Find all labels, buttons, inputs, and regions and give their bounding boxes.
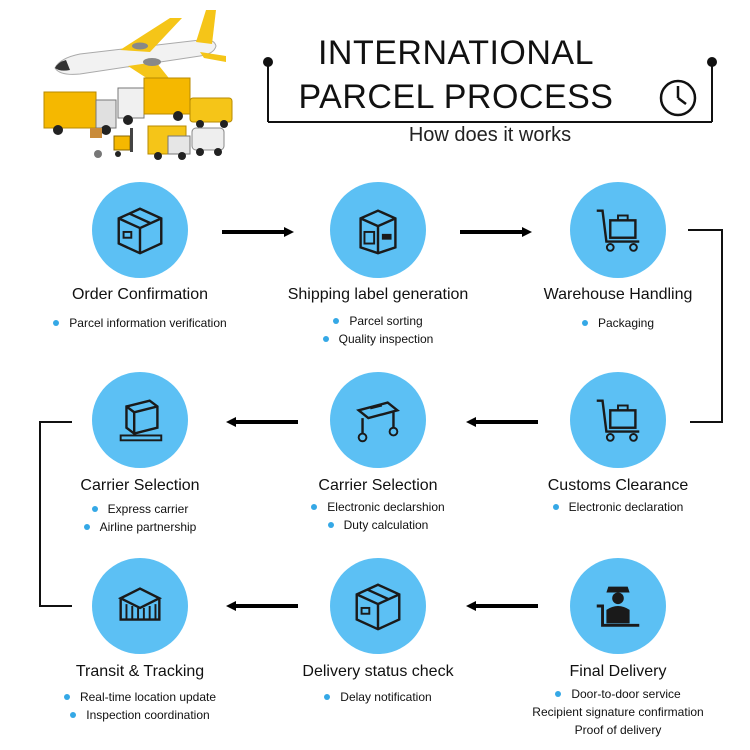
step-circle-order-confirmation xyxy=(92,182,188,278)
box-icon xyxy=(117,207,163,255)
bullet-item: Recipient signature confirmation xyxy=(532,705,704,719)
luggage-cart-icon xyxy=(596,209,640,252)
step-title: Delivery status check xyxy=(302,663,454,680)
luggage-cart-icon xyxy=(596,399,640,442)
step-bullets: Door-to-door service Recipient signature… xyxy=(503,685,733,739)
step-bullets: Electronic declaration xyxy=(503,498,733,516)
bullet-item: Electronic declarshion xyxy=(263,498,493,516)
customs-officer-icon xyxy=(596,586,640,627)
step-title: Carrier Selection xyxy=(318,477,438,494)
bullet-item: Real-time location update xyxy=(25,688,255,706)
step-title: Customs Clearance xyxy=(547,477,689,494)
forklift-icon xyxy=(90,128,133,158)
step-circle-carrier-selection xyxy=(330,372,426,468)
clock-icon xyxy=(659,79,697,117)
bullet-item: Duty calculation xyxy=(263,516,493,534)
van-icon xyxy=(189,97,233,128)
step-circle-customs-clearance xyxy=(570,372,666,468)
step-bullets: Parcel sorting Quality inspection xyxy=(263,312,493,348)
bullet-item: Inspection coordination xyxy=(25,706,255,724)
step-bullets: Express carrier Airline partnership xyxy=(25,500,255,536)
step-circle-warehouse-handling xyxy=(570,182,666,278)
box-icon xyxy=(355,583,401,631)
step-bullets: Parcel information verification xyxy=(25,314,255,332)
step-bullets: Packaging xyxy=(503,314,733,332)
step-bullets: Real-time location update Inspection coo… xyxy=(25,688,255,724)
page-subtitle: How does it works xyxy=(408,124,572,146)
white-truck-icon xyxy=(117,77,191,125)
step-bullets: Delay notification xyxy=(263,688,493,706)
small-truck-icon xyxy=(147,125,191,160)
bullet-item: Parcel information verification xyxy=(25,314,255,332)
step-title: Carrier Selection xyxy=(80,477,200,494)
step-circle-transit-tracking xyxy=(92,558,188,654)
step-circle-final-delivery xyxy=(570,558,666,654)
bullet-item: Quality inspection xyxy=(263,330,493,348)
step-circle-shipping-label xyxy=(330,182,426,278)
bullet-item: Proof of delivery xyxy=(574,723,662,737)
bullet-item: Express carrier xyxy=(25,500,255,518)
step-title: Order Confirmation xyxy=(71,286,209,303)
container-icon xyxy=(117,587,163,621)
step-title: Shipping label generation xyxy=(287,286,469,303)
step-title: Final Delivery xyxy=(569,663,667,680)
pallet-box-icon xyxy=(119,399,163,442)
step-bullets: Electronic declarshion Duty calculation xyxy=(263,498,493,534)
bullet-item: Airline partnership xyxy=(25,518,255,536)
step-title: Transit & Tracking xyxy=(75,663,205,680)
bullet-item: Door-to-door service xyxy=(503,685,733,703)
page-title-line2: PARCEL PROCESS xyxy=(298,78,614,116)
bullet-item: Electronic declaration xyxy=(503,498,733,516)
airplane-trucks-illustration xyxy=(43,10,233,160)
step-circle-delivery-status xyxy=(330,558,426,654)
airplane-icon xyxy=(54,10,226,92)
yellow-truck-icon xyxy=(43,91,117,135)
white-van-icon xyxy=(191,127,225,156)
bullet-item: Delay notification xyxy=(263,688,493,706)
bullet-item: Parcel sorting xyxy=(263,312,493,330)
label-machine-icon xyxy=(359,209,397,255)
page-title-line1: INTERNATIONAL xyxy=(317,34,594,72)
step-title: Warehouse Handling xyxy=(543,286,693,303)
conveyor-icon xyxy=(356,401,400,443)
step-circle-carrier-selection-2 xyxy=(92,372,188,468)
bullet-item: Packaging xyxy=(503,314,733,332)
